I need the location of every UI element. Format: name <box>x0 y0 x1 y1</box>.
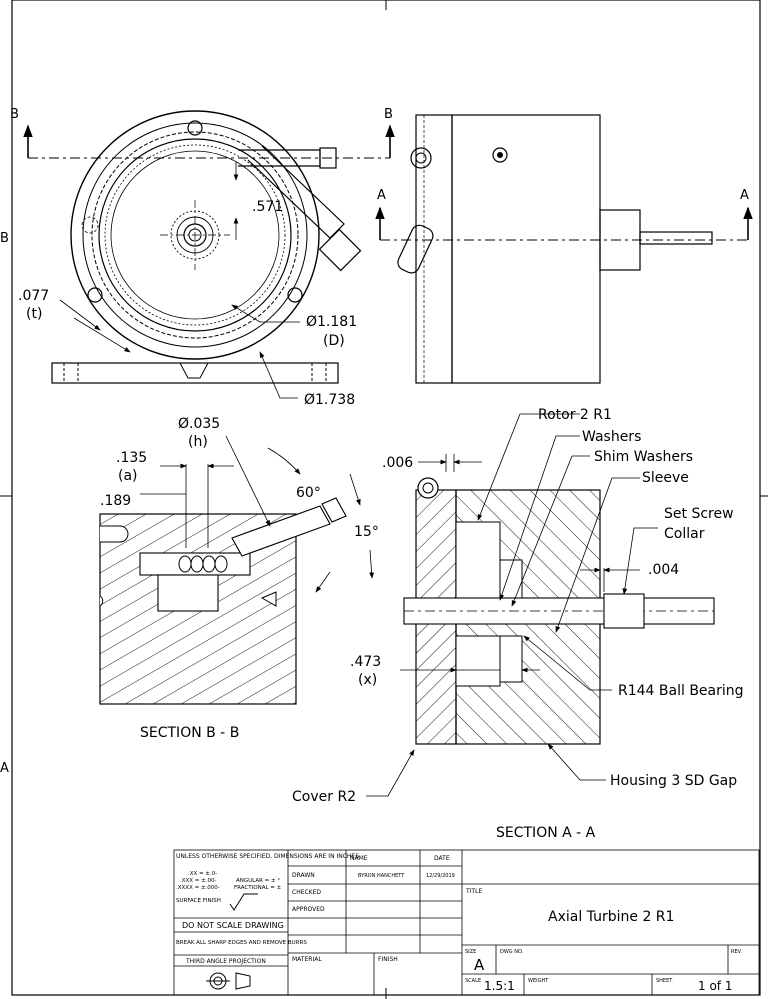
side-view <box>375 114 753 384</box>
dim-189: .189 <box>100 493 131 509</box>
dim-571: .571 <box>252 199 283 215</box>
no-scale-note: DO NOT SCALE DRAWING <box>182 921 284 930</box>
cut-a-right-label: A <box>740 188 749 203</box>
callout-washers: Washers <box>582 429 641 445</box>
title-label: TITLE <box>465 888 482 895</box>
section-bb-label: SECTION B - B <box>140 725 239 741</box>
rev-label: REV. <box>731 949 742 955</box>
cut-a-left-label: A <box>377 188 386 203</box>
dim-hole-value: Ø.035 <box>178 416 220 432</box>
dim-d-value: Ø1.181 <box>306 314 357 330</box>
sheet-number: 1 of 1 <box>698 979 732 993</box>
zone-label-a: A <box>0 761 9 776</box>
surface-finish-label: SURFACE FINISH <box>176 898 221 904</box>
scale-label: SCALE <box>465 978 481 984</box>
section-aa-label: SECTION A - A <box>496 825 596 841</box>
dim-t-value: .077 <box>18 288 49 304</box>
size-label: SIZE <box>465 949 476 955</box>
sheet-label: SHEET <box>656 978 673 984</box>
drawn-date: 12/29/2019 <box>426 873 455 879</box>
tol-fractional: FRACTIONAL = ± <box>234 885 282 891</box>
dim-006: .006 <box>382 455 413 471</box>
cut-b-right-label: B <box>384 107 393 122</box>
dim-hole-var: (h) <box>188 434 208 450</box>
callout-shim-washers: Shim Washers <box>594 449 693 465</box>
drawn-by-name: BYRON HANCHETT <box>358 873 405 879</box>
callout-set-screw: Set Screw <box>664 506 734 522</box>
projection-label: THIRD ANGLE PROJECTION <box>185 958 266 965</box>
col-date-header: DATE <box>434 855 450 862</box>
cut-b-left-label: B <box>10 107 19 122</box>
weight-label: WEIGHT <box>528 978 549 984</box>
front-view <box>23 110 395 399</box>
finish-label: FINISH <box>378 956 398 963</box>
drawing-title: Axial Turbine 2 R1 <box>548 909 674 925</box>
callout-collar: Collar <box>664 526 705 542</box>
title-block <box>173 849 760 996</box>
tol-header-1: UNLESS OTHERWISE SPECIFIED, DIMENSIONS A… <box>176 853 359 860</box>
dim-x-var: (x) <box>358 672 377 688</box>
tol-angular: ANGULAR = ± ° <box>236 878 280 884</box>
callout-housing: Housing 3 SD Gap <box>610 773 737 789</box>
break-edges-note: BREAK ALL SHARP EDGES AND REMOVE BURRS <box>176 940 307 946</box>
section-aa-view <box>366 413 715 797</box>
material-label: MATERIAL <box>292 956 322 963</box>
angle-15: 15° <box>354 524 379 540</box>
dim-x-value: .473 <box>350 654 381 670</box>
surface-finish-symbol <box>229 893 258 911</box>
callout-rotor: Rotor 2 R1 <box>538 407 612 423</box>
tol-xxxx: .XXXX = ±.000- <box>176 885 220 891</box>
dim-t-var: (t) <box>26 306 42 322</box>
dwg-no-label: DWG NO. <box>500 949 524 955</box>
callout-ball-bearing: R144 Ball Bearing <box>618 683 744 699</box>
row-drawn-label: DRAWN <box>292 872 315 879</box>
col-name-header: NAME <box>350 855 368 862</box>
drawing-scale: 1.5:1 <box>484 979 515 993</box>
dim-004: .004 <box>648 562 679 578</box>
sheet-size: A <box>474 956 485 974</box>
zone-label-b: B <box>0 231 9 246</box>
row-approved-label: APPROVED <box>292 906 325 913</box>
dim-a-value: .135 <box>116 450 147 466</box>
dim-a-var: (a) <box>118 468 138 484</box>
callout-sleeve: Sleeve <box>642 470 689 486</box>
callout-cover: Cover R2 <box>292 789 356 805</box>
row-checked-label: CHECKED <box>292 889 321 896</box>
angle-60: 60° <box>296 485 321 501</box>
dim-outer-diameter: Ø1.738 <box>304 392 355 408</box>
projection-symbol <box>206 972 251 990</box>
tol-header: UNLESS OTHERWISE SPECIFIED, DIMENSIONS A… <box>176 853 359 860</box>
tol-xx: .XX = ±.0- <box>188 871 217 877</box>
dim-d-var: (D) <box>323 333 345 349</box>
tol-xxx: .XXX = ±.00- <box>180 878 217 884</box>
section-bb-view <box>99 435 374 705</box>
